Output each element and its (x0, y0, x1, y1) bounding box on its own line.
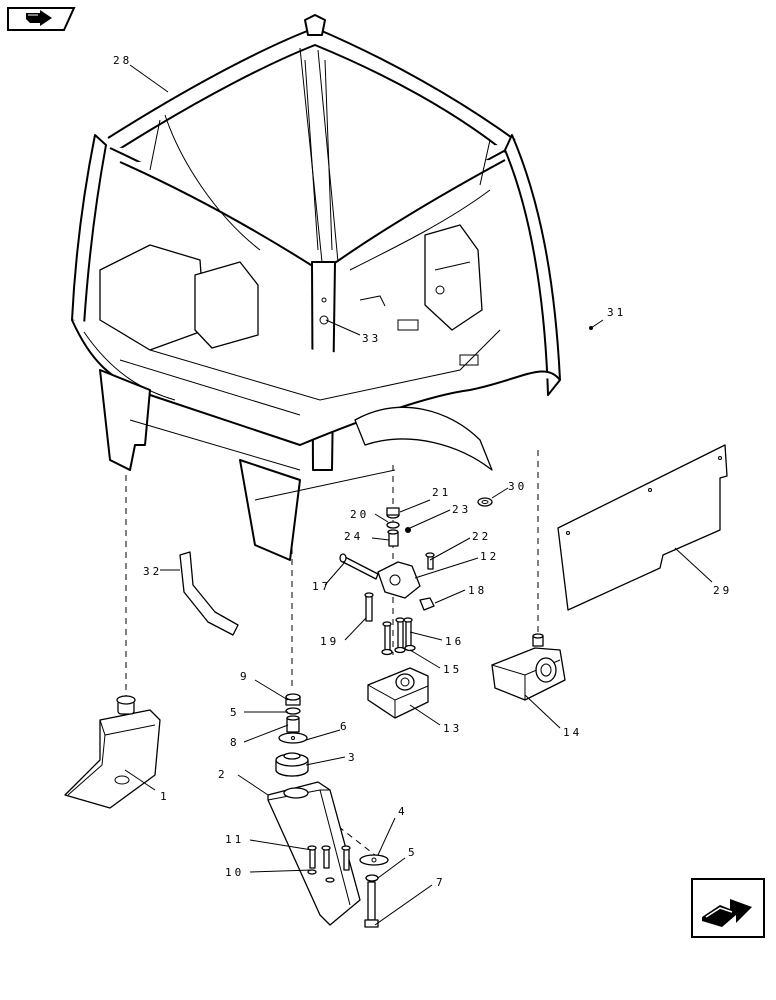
part-17-pin (339, 553, 379, 580)
back-button[interactable] (6, 6, 76, 32)
callout-1: 1 (160, 790, 170, 803)
callout-23: 23 (452, 503, 471, 516)
part-24-spacer (387, 529, 399, 547)
part-11-bolts (307, 845, 351, 871)
callout-18: 18 (468, 584, 487, 597)
part-7-bolt (364, 881, 379, 928)
callout-31: 31 (607, 306, 626, 319)
part-9-nut (285, 693, 301, 706)
callout-12: 12 (480, 550, 499, 563)
part-3-damper (275, 752, 309, 777)
next-arrow-icon (691, 878, 765, 938)
part-31-screw (589, 319, 604, 330)
callout-17: 17 (312, 580, 331, 593)
callout-14: 14 (563, 726, 582, 739)
part-14-rear-mount (491, 633, 566, 701)
callout-7: 7 (436, 876, 446, 889)
callout-22: 22 (472, 530, 491, 543)
callout-4: 4 (398, 805, 408, 818)
part-13-mount-block (367, 667, 429, 719)
part-22-screw (425, 552, 435, 570)
callout-19: 19 (320, 635, 339, 648)
callout-16: 16 (445, 635, 464, 648)
part-10-lock-washers (307, 869, 335, 883)
callout-8: 8 (230, 736, 240, 749)
part-5-washer-lower (365, 874, 379, 882)
part-29-panel (557, 444, 728, 611)
callout-3: 3 (348, 751, 358, 764)
callout-15: 15 (443, 663, 462, 676)
part-8-spacer (286, 715, 300, 733)
callout-9: 9 (240, 670, 250, 683)
callout-13: 13 (443, 722, 462, 735)
callout-30: 30 (508, 480, 527, 493)
assembly-centerlines (125, 450, 539, 856)
cab-frame (71, 14, 561, 561)
callout-21: 21 (432, 486, 451, 499)
back-arrow-icon (7, 7, 76, 31)
callout-6: 6 (340, 720, 350, 733)
callout-labels: 1 2 3 4 5 5 6 7 8 9 10 11 12 13 14 15 16… (113, 54, 732, 889)
callout-11: 11 (225, 833, 244, 846)
callout-2: 2 (218, 768, 228, 781)
callout-20: 20 (350, 508, 369, 521)
part-21-nut (386, 507, 400, 519)
part-32-bracket-strap (179, 551, 239, 636)
callout-5a: 5 (230, 706, 240, 719)
part-12-bracket (377, 561, 421, 599)
part-18-nut (419, 597, 435, 611)
callout-5b: 5 (408, 846, 418, 859)
leader-lines (124, 64, 713, 926)
part-4-large-washer (359, 854, 389, 866)
callout-29: 29 (713, 584, 732, 597)
callout-24: 24 (344, 530, 363, 543)
part-20-washer (386, 521, 400, 529)
callout-10: 10 (225, 866, 244, 879)
part-1-front-mount-left (64, 695, 161, 809)
callout-32: 32 (143, 565, 162, 578)
part-6-washer-plate (278, 732, 308, 744)
part-30-grommet (477, 497, 493, 507)
part-19-pin (364, 592, 374, 622)
part-23-plug (405, 527, 411, 533)
callout-33: 33 (362, 332, 381, 345)
part-5-washer-upper (285, 707, 301, 715)
callout-28: 28 (113, 54, 132, 67)
next-button[interactable] (690, 877, 766, 939)
